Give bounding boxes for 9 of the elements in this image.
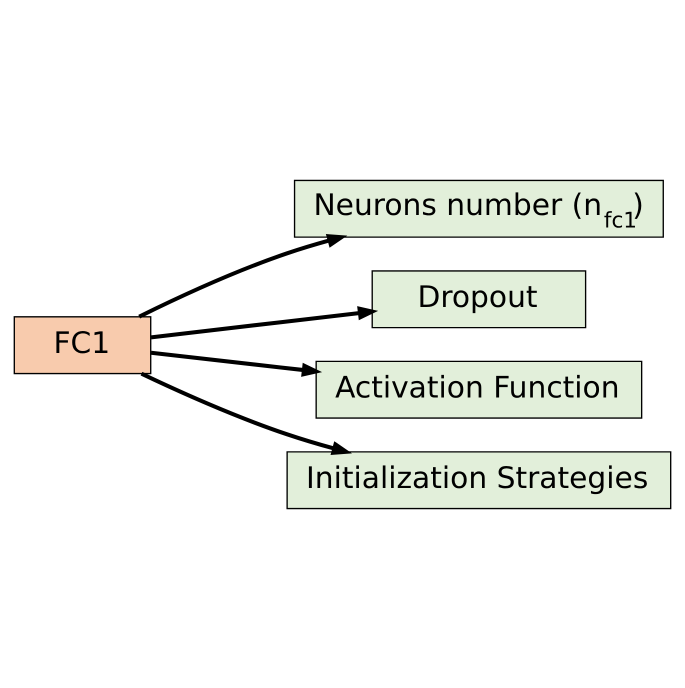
node-box: FC1	[14, 316, 152, 374]
node-box: Dropout	[372, 270, 586, 328]
arrow	[140, 371, 352, 454]
node-box: Activation Function	[316, 360, 642, 418]
node-box: Initialization Strategies	[286, 450, 672, 509]
node-box: Neurons number (n$_{fc1}$)	[294, 179, 664, 238]
arrow	[150, 306, 378, 339]
arrow	[138, 234, 348, 318]
arrow	[150, 350, 322, 376]
